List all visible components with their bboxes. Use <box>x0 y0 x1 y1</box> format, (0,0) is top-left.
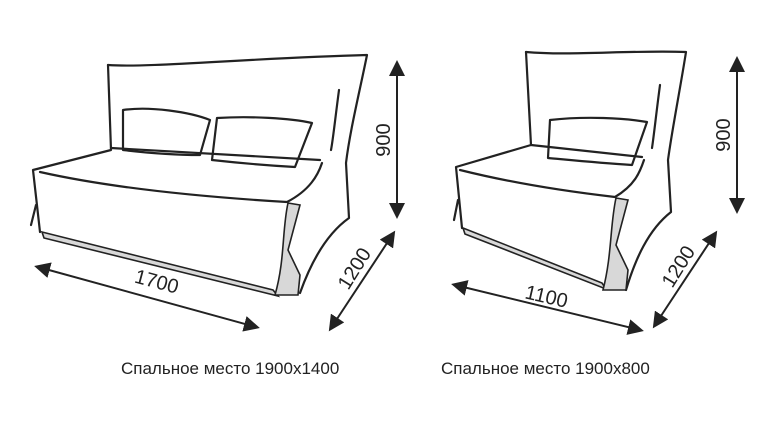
dimension-height-single: 900 <box>713 56 745 214</box>
sleeping-area-caption-double: Спальное место 1900x1400 <box>121 359 340 378</box>
dimension-height-label: 900 <box>713 118 735 151</box>
sleeping-area-caption-single: Спальное место 1900x800 <box>441 359 650 378</box>
dimension-depth-single: 1200 <box>652 230 718 329</box>
dimension-width-double: 1700 <box>34 262 260 332</box>
dimension-height-label: 900 <box>373 123 395 156</box>
sofa-double-drawing <box>29 53 369 298</box>
sofa-single-drawing <box>452 50 688 292</box>
dimension-height-double: 900 <box>373 60 405 219</box>
dimension-width-label: 1100 <box>523 282 570 313</box>
dimension-depth-double: 1200 <box>328 230 396 332</box>
